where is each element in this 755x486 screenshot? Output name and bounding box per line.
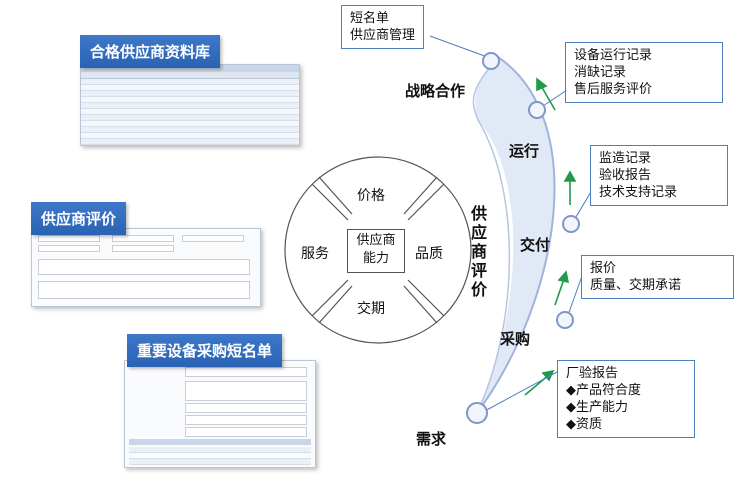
callout-delivery: 监造记录 验收报告 技术支持记录 — [590, 145, 728, 206]
core-line-2: 能力 — [362, 251, 389, 266]
stage-delivery: 交付 — [520, 236, 551, 254]
callout-line: 验收报告 — [599, 168, 652, 183]
criterion-price: 价格 — [357, 188, 385, 204]
supplier-capability-core: 供应商 能力 — [347, 229, 405, 273]
callout-line: 质量、交期承诺 — [590, 278, 682, 293]
criterion-service: 服务 — [301, 246, 329, 262]
stage-purchase: 采购 — [500, 330, 531, 348]
callout-line: 报价 — [590, 261, 617, 276]
core-line-1: 供应商 — [356, 233, 396, 248]
callout-operation: 设备运行记录 消缺记录 售后服务评价 — [565, 42, 723, 103]
stage-operation: 运行 — [509, 142, 540, 160]
supplier-evaluation-title: 供应商评价 — [31, 202, 127, 235]
callout-line: 消缺记录 — [574, 65, 627, 80]
callout-line: ◆资质 — [566, 417, 602, 432]
callout-demand: 厂验报告 ◆产品符合度 ◆生产能力 ◆资质 — [557, 360, 695, 438]
callout-line: 技术支持记录 — [599, 185, 678, 200]
node-operation — [528, 101, 546, 119]
shortlist-title: 重要设备采购短名单 — [127, 334, 283, 367]
process-arc-line — [476, 56, 556, 414]
node-delivery — [562, 215, 580, 233]
callout-line: 设备运行记录 — [574, 48, 653, 63]
callout-line: ◆产品符合度 — [566, 383, 641, 398]
callout-line: 供应商管理 — [350, 28, 416, 43]
callout-line: ◆生产能力 — [566, 400, 628, 415]
callout-strategic: 短名单 供应商管理 — [341, 5, 425, 49]
callout-purchase: 报价 质量、交期承诺 — [581, 255, 734, 299]
stage-nodes — [466, 52, 580, 424]
node-strategic — [482, 52, 500, 70]
node-purchase — [556, 311, 574, 329]
supplier-evaluation-screenshot — [31, 228, 261, 307]
callout-line: 短名单 — [350, 11, 390, 26]
callout-line: 监造记录 — [599, 151, 652, 166]
criterion-quality: 品质 — [415, 246, 443, 262]
flow-arrows — [524, 77, 577, 396]
callout-line: 售后服务评价 — [574, 82, 653, 97]
node-demand — [466, 402, 488, 424]
process-arc-inner — [472, 56, 511, 414]
supplier-evaluation-vertical: 供应商评价 — [470, 204, 487, 299]
process-arc-band — [475, 57, 555, 413]
stage-demand: 需求 — [416, 430, 447, 448]
callout-line: 厂验报告 — [566, 366, 619, 381]
stage-strategic: 战略合作 — [405, 82, 466, 100]
shortlist-screenshot — [124, 360, 316, 468]
qualified-library-title: 合格供应商资料库 — [80, 35, 221, 68]
supplier-library-screenshot — [80, 64, 300, 146]
criterion-delivery-time: 交期 — [357, 301, 385, 317]
